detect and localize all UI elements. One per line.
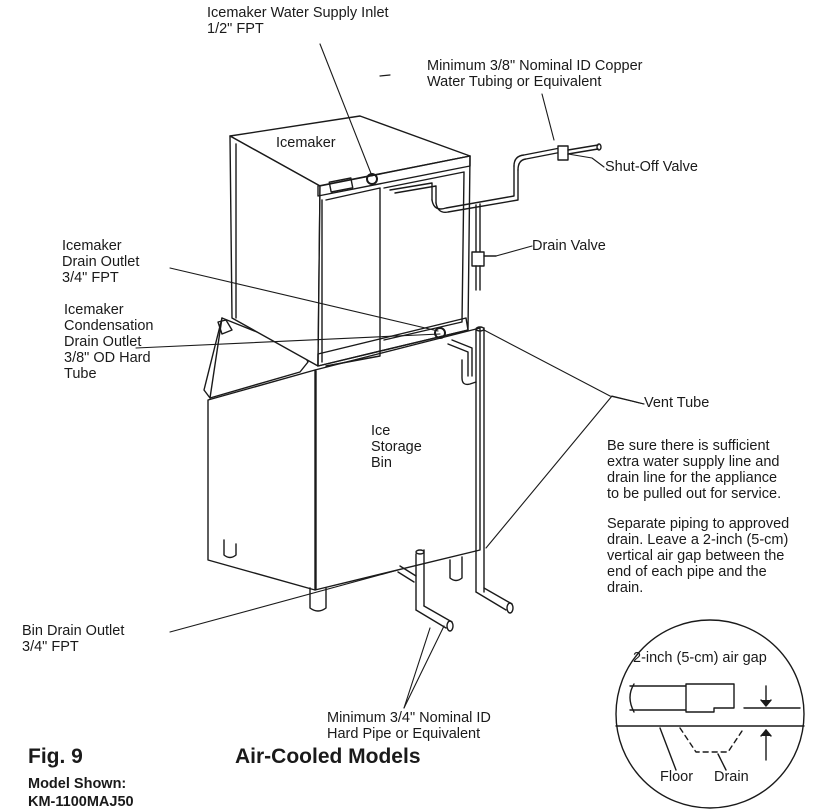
service-note: Be sure there is sufficient extra water … (607, 438, 782, 502)
drain-label: Drain (714, 769, 749, 785)
leader-lines (135, 43, 645, 709)
piping-note: Separate piping to approved drain. Leave… (607, 516, 790, 596)
condensation-drain-outlet-label: Icemaker Condensation Drain Outlet 3/8" … (64, 302, 154, 382)
icemaker-drain-outlet-label: Icemaker Drain Outlet 3/4" FPT (62, 238, 140, 286)
bin-drain-outlet-label: Bin Drain Outlet 3/4" FPT (22, 623, 125, 655)
copper-tubing-label: Minimum 3/8" Nominal ID Copper Water Tub… (427, 58, 643, 90)
ice-storage-bin-label: Ice Storage Bin (371, 423, 422, 471)
air-gap-label: 2-inch (5-cm) air gap (633, 650, 767, 666)
water-supply-inlet-label: Icemaker Water Supply Inlet 1/2" FPT (207, 5, 389, 37)
water-supply-line (389, 143, 602, 291)
icemaker-label: Icemaker (276, 135, 336, 151)
floor-label: Floor (660, 769, 694, 785)
figure-number: Fig. 9 (28, 745, 83, 768)
drain-valve-label: Drain Valve (532, 238, 606, 254)
vent-tube-label: Vent Tube (644, 395, 710, 411)
ice-storage-bin-body (203, 317, 481, 612)
hard-pipe-label: Minimum 3/4" Nominal ID Hard Pipe or Equ… (327, 710, 491, 742)
figure-title: Air-Cooled Models (235, 745, 421, 768)
air-gap-detail (615, 619, 805, 809)
model-shown: Model Shown: KM-1100MAJ50 (28, 776, 134, 810)
shutoff-valve-label: Shut-Off Valve (605, 159, 698, 175)
drain-piping (397, 326, 514, 632)
icemaker-unit (229, 115, 471, 367)
